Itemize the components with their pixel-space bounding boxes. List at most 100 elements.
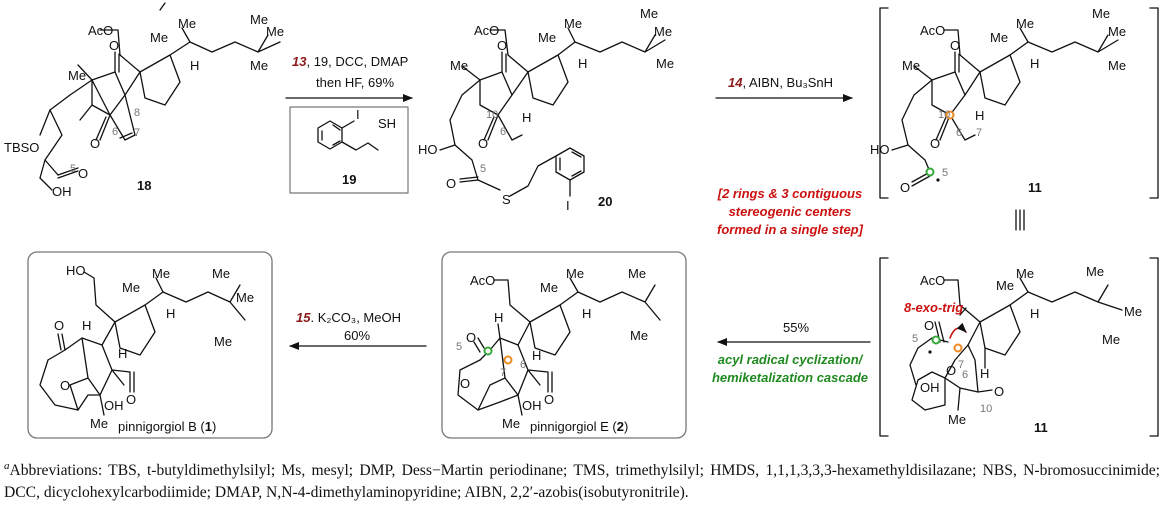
c11b-compound-number: 11 (1034, 420, 1048, 435)
c18-TBSO: TBSO (4, 140, 39, 155)
cyclization-arrow (949, 322, 967, 339)
c20-compound-number: 20 (598, 194, 612, 209)
radical-acceptor-dot-top (945, 110, 955, 120)
c11a-compound-number: 11 (1028, 180, 1042, 195)
c11b-Me-c: Me (1086, 264, 1104, 279)
c18-compound-number: 18 (137, 178, 151, 193)
c2-Me-b: Me (566, 266, 584, 281)
c11b-Me-e: Me (1102, 332, 1120, 347)
c11b-Me-d: Me (1124, 304, 1142, 319)
compound-11-top-structure (891, 27, 1119, 187)
c20-Me-c: Me (640, 6, 658, 21)
step-13-line2: then HF, 69% (316, 75, 394, 90)
c11b-Me-b: Me (1016, 266, 1034, 281)
c11b-Me-a: Me (996, 278, 1014, 293)
reagent-19-I: I (356, 107, 360, 122)
green-note-line1: acyl radical cyclization/ (718, 352, 864, 367)
c1-Me-f: Me (90, 416, 108, 431)
c11a-H2: H (975, 108, 984, 123)
c11a-O-top: O (950, 38, 960, 53)
product-1-box (27, 251, 273, 439)
c18-label-7: 7 (134, 127, 140, 139)
c2-label-5: 5 (456, 341, 462, 353)
c11a-HO: HO (870, 142, 890, 157)
c11a-label-7: 7 (976, 127, 982, 139)
red-note-line3: formed in a single step] (717, 222, 864, 237)
c11b-AcO: AcO (920, 273, 945, 288)
radical-electron-bottom (928, 350, 932, 354)
compound-2-structure (457, 277, 661, 416)
c1-OH: OH (104, 398, 124, 413)
c20-label-10: 10 (486, 109, 498, 121)
c11a-Me-e: Me (1108, 58, 1126, 73)
c11a-label-5: 5 (942, 167, 948, 179)
c11a-Me-d: Me (1108, 24, 1126, 39)
compound-1-structure (39, 271, 246, 416)
c20-AcO: AcO (474, 23, 499, 38)
c18-O-top: O (109, 38, 119, 53)
step-15-line2: 60% (344, 328, 370, 343)
c11a-label-10: 10 (938, 109, 950, 121)
c1-HO: HO (66, 263, 86, 278)
reagent-19-number: 19 (342, 172, 356, 187)
c2-Me-c: Me (628, 266, 646, 281)
c2-name: pinnigorgiol E (2) (530, 419, 628, 434)
c11a-O: O (900, 180, 910, 195)
c18-Me-d: Me (266, 24, 284, 39)
c18-Me-a: Me (150, 30, 168, 45)
c18-Me-b: Me (178, 16, 196, 31)
c11b-label-7: 7 (958, 359, 964, 371)
step-15-line1: 15. K₂CO₃, MeOH (296, 310, 401, 325)
reagent-19-box (289, 106, 409, 194)
c11b-H2: H (980, 366, 989, 381)
c20-label-6: 6 (500, 126, 506, 138)
c1-Me-b: Me (152, 266, 170, 281)
compound-18-structure (39, 2, 281, 191)
c20-Me-f: Me (450, 58, 468, 73)
c18-AcO: AcO (88, 23, 113, 38)
c1-name: pinnigorgiol B (1) (118, 419, 216, 434)
c11a-Me-a: Me (990, 30, 1008, 45)
c1-O-bridge: O (60, 378, 70, 393)
c1-H2: H (118, 346, 127, 361)
c11b-Me-f: Me (948, 412, 966, 427)
reaction-scheme: AcO Me Me Me Me Me H Me O O TBSO O OH 8 … (4, 2, 1159, 439)
c18-O: O (78, 166, 88, 181)
c1-Me-d: Me (236, 290, 254, 305)
c20-Me-a: Me (538, 30, 556, 45)
c11a-H: H (1030, 56, 1039, 71)
c20-label-5: 5 (480, 163, 486, 175)
c2-O-ketone: O (544, 392, 554, 407)
c1-O-top: O (54, 318, 64, 333)
red-note-line1: [2 rings & 3 contiguous (717, 186, 862, 201)
compound-11-bottom-structure (909, 277, 1123, 411)
radical-donor-dot-top (925, 167, 935, 177)
c20-S: S (502, 192, 511, 207)
step-13-line1: 13, 19, DCC, DMAP (292, 54, 408, 69)
c11b-label-10: 10 (980, 403, 992, 415)
radical-acceptor-dot-bottom (953, 343, 963, 353)
c2-Me-a: Me (540, 280, 558, 295)
c2-H3: H (494, 310, 503, 325)
c2-Me-e: Me (502, 416, 520, 431)
c20-O: O (446, 176, 456, 191)
step-14-label: 14, AIBN, Bu₃SnH (728, 75, 833, 90)
footnote-text: Abbreviations: TBS, t-butyldimethylsilyl… (4, 462, 1160, 502)
c11b-H: H (1030, 306, 1039, 321)
equivalence-lines (1015, 209, 1025, 231)
c11b-O-ketone: O (994, 384, 1004, 399)
c18-Me-c: Me (250, 12, 268, 27)
c20-Me-d: Me (654, 24, 672, 39)
c2-H2: H (532, 348, 541, 363)
radical-donor-dot-bottom (931, 335, 941, 345)
c11b-O-ald: O (924, 318, 934, 333)
c18-OH: OH (52, 184, 72, 199)
c2-Me-d: Me (630, 328, 648, 343)
c1-Me-c: Me (212, 266, 230, 281)
c2-O-bridge: O (460, 376, 470, 391)
red-note-line2: stereogenic centers (729, 204, 852, 219)
exo-trig-label: 8-exo-trig (904, 300, 963, 315)
c11a-label-6: 6 (956, 127, 962, 139)
c1-O-ketone: O (126, 392, 136, 407)
compound-20-structure (439, 27, 666, 197)
